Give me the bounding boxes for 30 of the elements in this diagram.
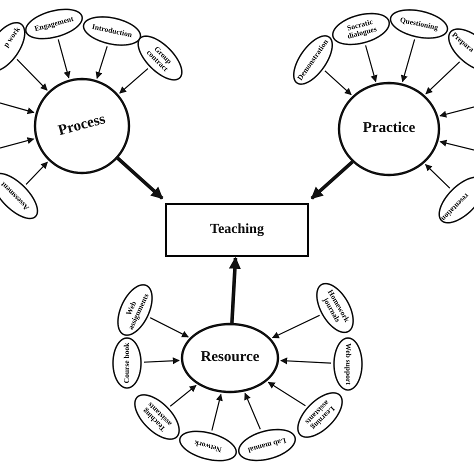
arrow xyxy=(211,394,223,431)
arrow xyxy=(0,137,34,149)
arrow xyxy=(440,140,474,151)
arrow xyxy=(310,160,354,200)
node-label: Teaching xyxy=(210,222,264,238)
arrow xyxy=(365,45,378,82)
arrow xyxy=(272,314,320,338)
arrow xyxy=(16,58,48,91)
arrow xyxy=(400,39,416,82)
arrow xyxy=(116,156,164,200)
arrow xyxy=(26,162,48,185)
process-box xyxy=(165,203,309,257)
arrow xyxy=(150,317,189,338)
arrow xyxy=(96,46,108,79)
arrow xyxy=(425,164,450,189)
node-label: Resource xyxy=(200,350,260,366)
arrow xyxy=(228,256,241,324)
arrow xyxy=(0,102,35,114)
arrow xyxy=(280,357,332,364)
arrow xyxy=(268,382,306,406)
arrow xyxy=(144,357,180,364)
arrow xyxy=(324,70,352,96)
arrow xyxy=(119,68,148,94)
arrow xyxy=(58,39,70,78)
arrow xyxy=(170,384,197,407)
arrow xyxy=(244,392,261,430)
arrow xyxy=(439,106,474,118)
arrow xyxy=(425,61,460,94)
node-label: Practice xyxy=(362,121,416,137)
node-label: Process xyxy=(56,112,108,140)
